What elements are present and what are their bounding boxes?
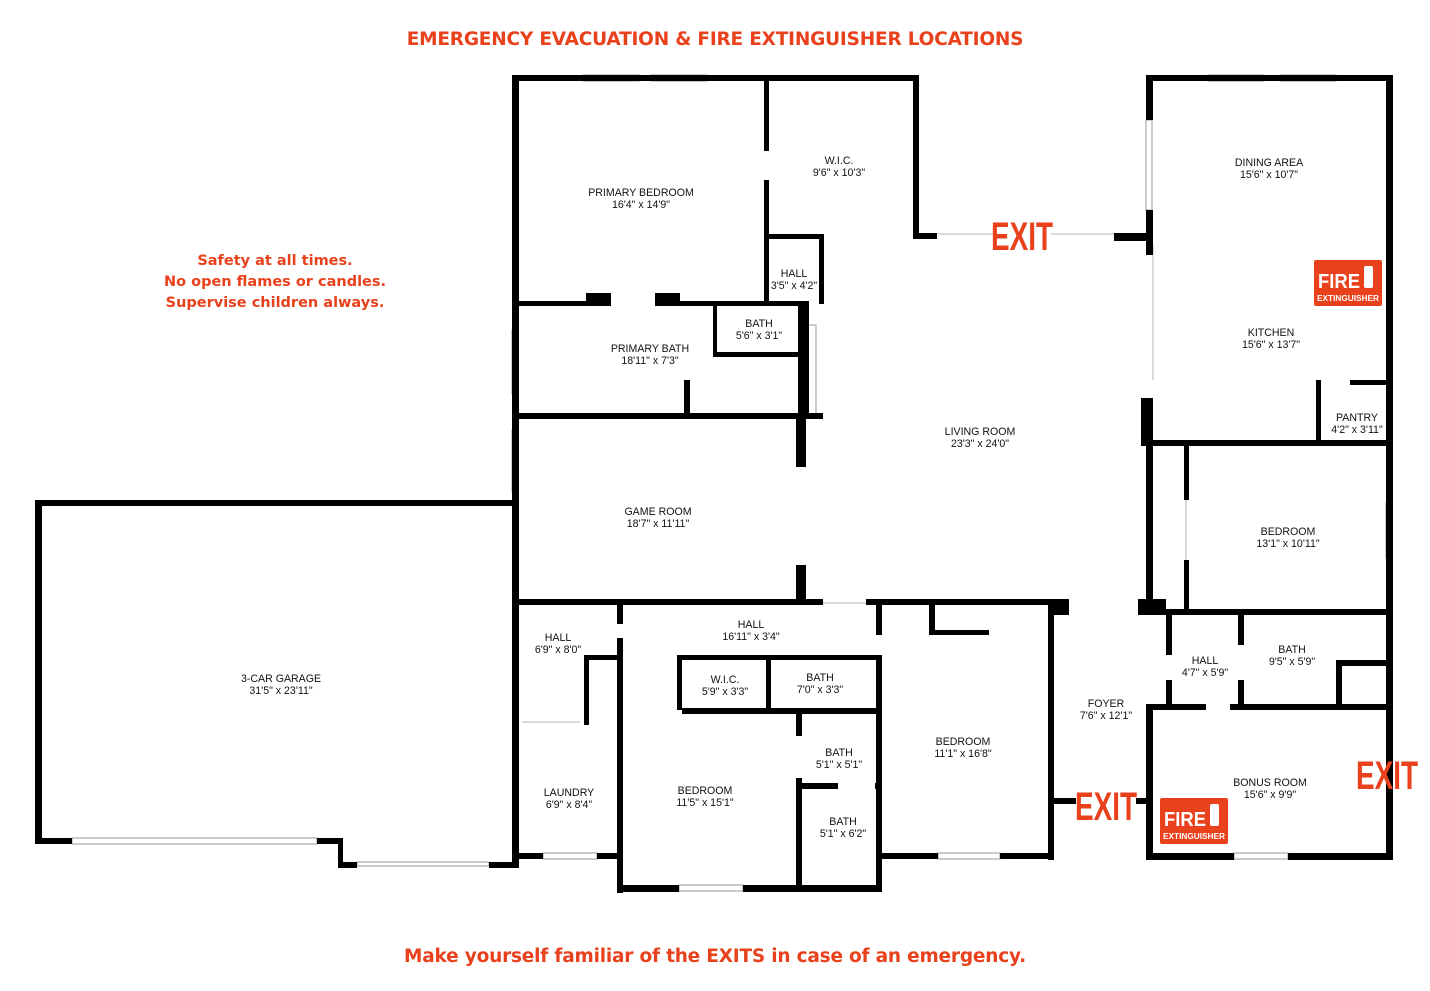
fire-extinguisher-label: FIRE (1318, 271, 1360, 293)
room-name: HALL (738, 619, 765, 631)
room-name: DINING AREA (1235, 157, 1304, 169)
room-wic-primary: W.I.C.9'6" x 10'3" (813, 155, 865, 179)
room-dimensions: 18'7" x 11'11" (627, 518, 690, 530)
room-dimensions: 16'11" x 3'4" (722, 631, 780, 643)
safety-note: No open flames or candles. (163, 274, 387, 290)
room-name: W.I.C. (825, 155, 854, 167)
page-title: EMERGENCY EVACUATION & FIRE EXTINGUISHER… (406, 29, 1024, 50)
room-dimensions: 13'1" x 10'11" (1256, 538, 1319, 550)
extinguisher-icon (1210, 804, 1219, 826)
fire-extinguisher-sublabel: EXTINGUISHER (1317, 294, 1379, 303)
room-name: BATH (829, 816, 856, 828)
room-name: BEDROOM (678, 785, 733, 797)
room-dimensions: 5'6" x 3'1" (736, 330, 783, 342)
room-name: BATH (806, 672, 833, 684)
walls (35, 75, 1393, 893)
exit-sign-bonus: EXIT (1356, 754, 1418, 798)
room-name: PANTRY (1336, 412, 1378, 424)
room-dimensions: 9'6" x 10'3" (813, 167, 865, 179)
room-dimensions: 31'5" x 23'11" (249, 685, 312, 697)
exit-signs: EXIT EXIT EXIT (991, 215, 1418, 829)
room-dimensions: 3'5" x 4'2" (771, 280, 818, 292)
room-dimensions: 18'11" x 7'3" (621, 355, 679, 367)
safety-notes: Safety at all times. No open flames or c… (145, 251, 405, 314)
room-name: KITCHEN (1248, 327, 1295, 339)
room-dimensions: 4'7" x 5'9" (1182, 667, 1229, 679)
room-dimensions: 23'3" x 24'0" (951, 438, 1009, 450)
room-dimensions: 9'5" x 5'9" (1269, 656, 1316, 668)
exit-sign-foyer: EXIT (1075, 785, 1137, 829)
room-dimensions: 5'1" x 6'2" (820, 828, 867, 840)
room-dimensions: 6'9" x 8'4" (546, 799, 593, 811)
exit-sign-north: EXIT (991, 215, 1053, 259)
footer-note: Make yourself familiar of the EXITS in c… (404, 946, 1026, 967)
room-name: 3-CAR GARAGE (241, 673, 321, 685)
room-dimensions: 16'4" x 14'9" (612, 199, 670, 211)
room-name: FOYER (1088, 698, 1125, 710)
room-name: GAME ROOM (624, 506, 691, 518)
fire-extinguisher-bonus: FIRE EXTINGUISHER (1160, 798, 1228, 844)
room-name: LAUNDRY (544, 787, 594, 799)
room-dimensions: 5'9" x 3'3" (702, 686, 749, 698)
room-dimensions: 4'2" x 3'11" (1331, 424, 1383, 436)
room-name: BEDROOM (1261, 526, 1316, 538)
room-name: W.I.C. (711, 674, 740, 686)
room-name: BONUS ROOM (1233, 777, 1307, 789)
room-dimensions: 15'6" x 10'7" (1240, 169, 1298, 181)
room-name: HALL (545, 632, 572, 644)
room-name: PRIMARY BEDROOM (588, 187, 694, 199)
openings (522, 233, 1187, 723)
room-dimensions: 15'6" x 13'7" (1242, 339, 1300, 351)
room-name: BATH (745, 318, 772, 330)
room-name: BATH (825, 747, 852, 759)
room-dimensions: 11'1" x 16'8" (934, 748, 992, 760)
room-name: BEDROOM (936, 736, 991, 748)
room-dimensions: 7'6" x 12'1" (1080, 710, 1132, 722)
room-name: LIVING ROOM (945, 426, 1016, 438)
safety-note: Supervise children always. (165, 295, 385, 311)
room-dimensions: 5'1" x 5'1" (816, 759, 863, 771)
room-name: BATH (1278, 644, 1305, 656)
safety-note: Safety at all times. (197, 253, 353, 269)
windows (71, 74, 1393, 892)
room-wic-bedroom: W.I.C.5'9" x 3'3" (702, 674, 749, 698)
room-dimensions: 6'9" x 8'0" (535, 644, 582, 656)
fire-extinguisher-kitchen: FIRE EXTINGUISHER (1314, 260, 1382, 306)
extinguisher-icon (1364, 266, 1373, 288)
fire-extinguisher-sublabel: EXTINGUISHER (1163, 832, 1225, 841)
room-dimensions: 11'5" x 15'1" (676, 797, 734, 809)
fire-extinguisher-label: FIRE (1164, 809, 1206, 831)
room-name: PRIMARY BATH (611, 343, 689, 355)
room-name: HALL (1192, 655, 1219, 667)
room-name: HALL (781, 268, 808, 280)
room-dimensions: 7'0" x 3'3" (797, 684, 844, 696)
room-dimensions: 15'6" x 9'9" (1244, 789, 1296, 801)
